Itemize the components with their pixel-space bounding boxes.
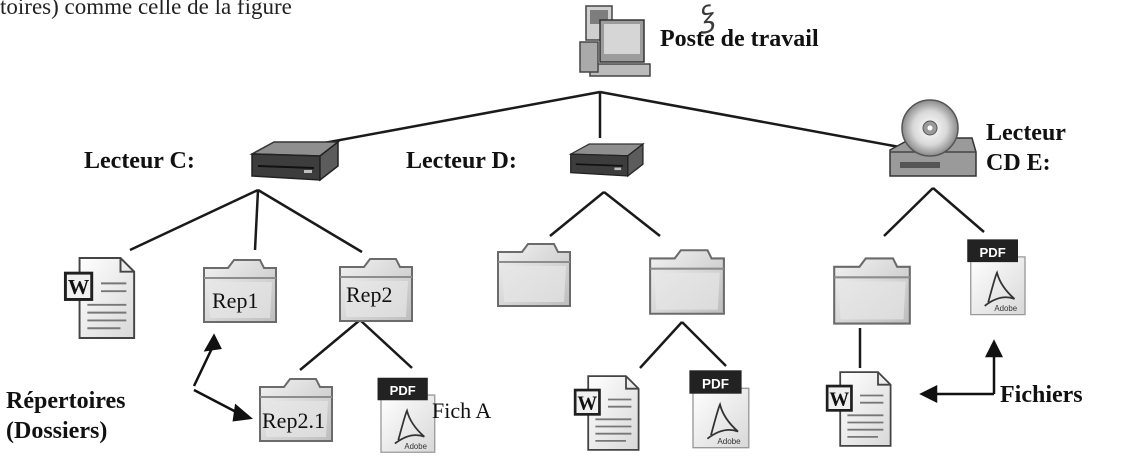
folder-icon xyxy=(833,257,911,325)
repertoires-line1: Répertoires xyxy=(6,388,126,414)
file-label: Fich A xyxy=(432,398,492,423)
computer-icon xyxy=(579,5,651,77)
drive-c-icon xyxy=(251,141,339,181)
folder-label: Rep2.1 xyxy=(262,408,325,433)
cropped-text-line: toires) comme celle de la figure xyxy=(0,0,292,19)
pdf-doc-icon xyxy=(376,376,436,454)
word-doc-icon xyxy=(824,371,892,447)
fichiers-annotation: Fichiers xyxy=(1000,382,1083,408)
pdf-doc-icon xyxy=(966,238,1026,316)
pdf-doc-icon xyxy=(688,369,750,449)
drive-d-label: Lecteur D: xyxy=(406,148,517,174)
cd-drive-icon xyxy=(889,99,977,177)
folder-icon xyxy=(497,243,571,307)
folder-label: Rep2 xyxy=(346,282,393,307)
drive-e-label-line1: Lecteur xyxy=(986,120,1066,146)
tree-connectors xyxy=(129,90,985,371)
drive-e-label: Lecteur CD E: xyxy=(986,118,1066,178)
word-doc-icon xyxy=(62,257,136,339)
word-doc-icon xyxy=(572,375,640,451)
folder-icon xyxy=(649,249,725,315)
drive-d-icon xyxy=(569,143,644,177)
root-label: Poste de travail xyxy=(660,26,819,52)
drive-e-label-line2: CD E: xyxy=(986,150,1051,176)
repertoires-line2: (Dossiers) xyxy=(6,418,108,444)
folder-label: Rep1 xyxy=(212,288,259,313)
annotation-arrows xyxy=(192,333,1004,422)
drive-c-label: Lecteur C: xyxy=(84,148,195,174)
repertoires-annotation: Répertoires (Dossiers) xyxy=(6,386,126,446)
